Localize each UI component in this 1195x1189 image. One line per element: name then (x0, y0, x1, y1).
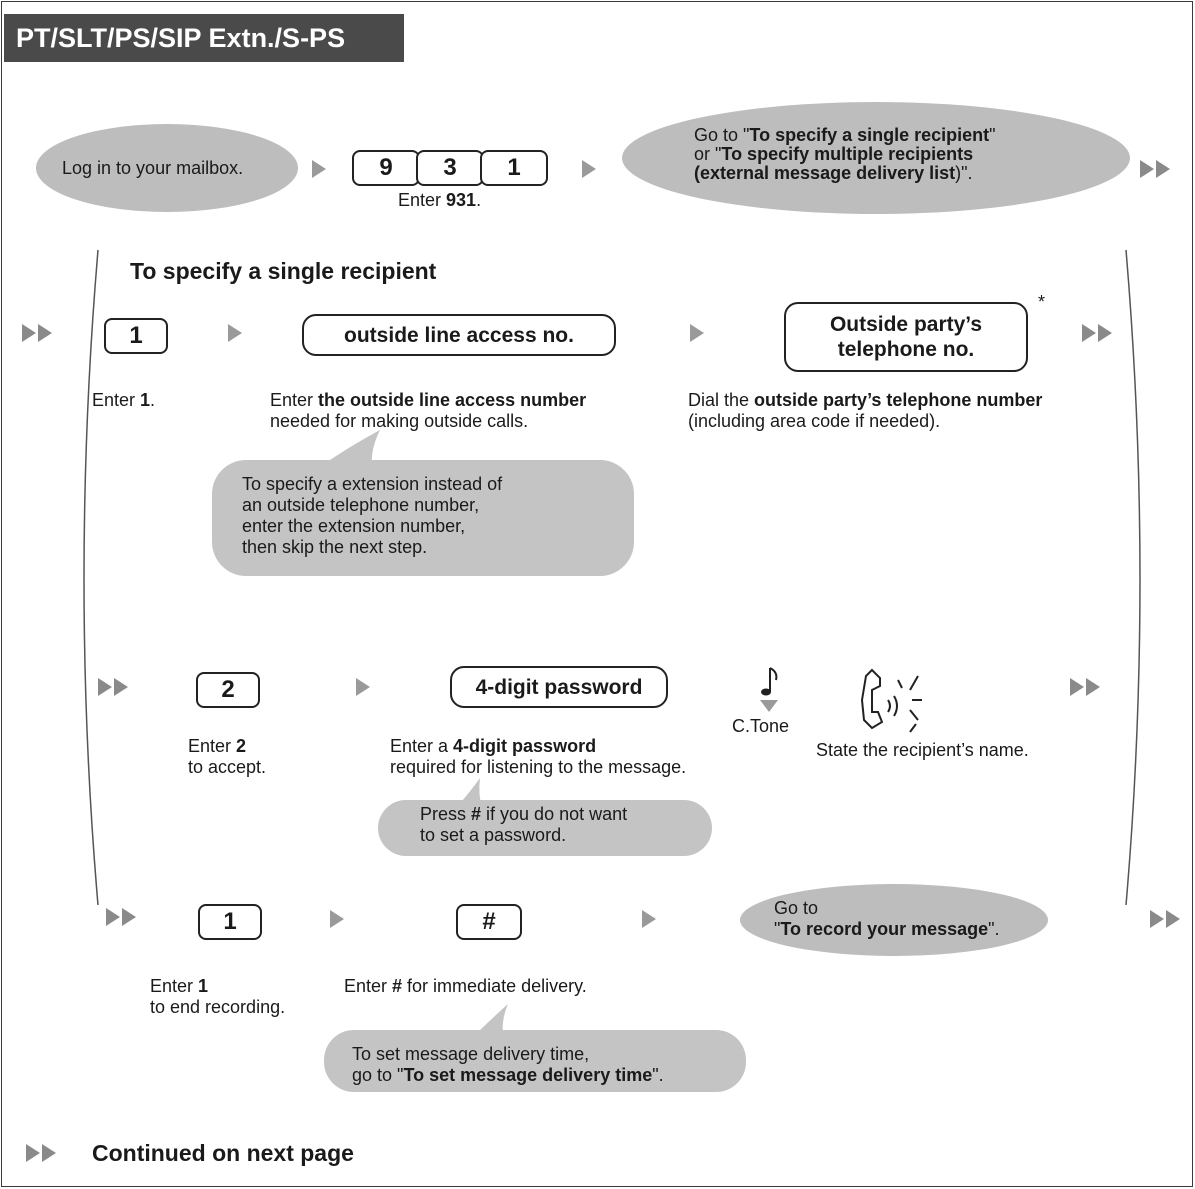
arrow-icon (330, 910, 344, 928)
double-arrow-icon (106, 908, 142, 926)
double-arrow-icon (98, 678, 134, 696)
party-number-text: Dial the outside party’s telephone numbe… (688, 390, 1043, 431)
record-text: Go to "To record your message". (774, 898, 1000, 939)
ctone-label: C.Tone (732, 716, 790, 736)
double-arrow-icon (26, 1144, 62, 1162)
arrow-icon (312, 160, 326, 178)
double-arrow-icon (1082, 324, 1118, 342)
time-note-bubble (324, 1030, 746, 1092)
arrow-icon (582, 160, 596, 178)
section-heading: To specify a single recipient (130, 258, 437, 284)
double-arrow-icon (1150, 910, 1186, 928)
goto-oval (622, 102, 1130, 214)
time-note-text: To set message delivery time, go to "To … (352, 1044, 664, 1085)
asterisk-mark: * (1038, 292, 1046, 312)
continued-text: Continued on next page (92, 1140, 354, 1166)
arrow-icon (228, 324, 242, 342)
ext-note-bubble (212, 460, 634, 576)
enter-1-end-text: Enter 1 to end recording. (150, 976, 286, 1017)
key-1-end[interactable]: 1 (198, 904, 262, 940)
hash-text: Enter # for immediate delivery. (344, 976, 587, 996)
key-9[interactable]: 9 (352, 150, 420, 186)
pw-note-bubble (378, 800, 712, 856)
key-1[interactable]: 1 (480, 150, 548, 186)
page-title: PT/SLT/PS/SIP Extn./S-PS (4, 14, 404, 62)
key-2[interactable]: 2 (196, 672, 260, 708)
arrow-icon (690, 324, 704, 342)
enter-1-text: Enter 1. (92, 390, 156, 410)
login-label: Log in to your mailbox. (62, 158, 244, 178)
hash-key[interactable]: # (456, 904, 522, 940)
double-arrow-icon (1140, 160, 1176, 178)
ext-note-text: To specify a extension instead of an out… (242, 474, 503, 557)
state-name-text: State the recipient’s name. (816, 740, 1029, 760)
access-number-text: Enter the outside line access number nee… (270, 390, 587, 431)
password-text: Enter a 4-digit password required for li… (390, 736, 687, 777)
party-number-box[interactable]: Outside party’s telephone no. (784, 302, 1028, 372)
goto-text: Go to "To specify a single recipient" or… (694, 125, 996, 183)
pw-note-text: Press # if you do not want to set a pass… (420, 804, 628, 845)
enter-931-text: Enter 931. (398, 190, 482, 210)
record-oval (740, 884, 1048, 956)
key-1-single[interactable]: 1 (104, 318, 168, 354)
double-arrow-icon (1070, 678, 1106, 696)
access-number-box[interactable]: outside line access no. (302, 314, 616, 356)
enter-2-text: Enter 2 to accept. (188, 736, 267, 777)
arrow-icon (356, 678, 370, 696)
arrow-icon (642, 910, 656, 928)
login-oval (36, 124, 298, 212)
password-box[interactable]: 4-digit password (450, 666, 668, 708)
double-arrow-icon (22, 324, 58, 342)
